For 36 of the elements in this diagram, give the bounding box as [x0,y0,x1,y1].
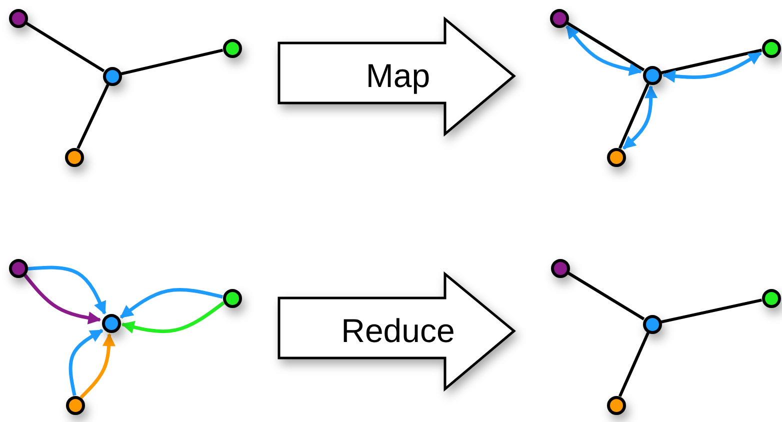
connector-line [660,48,762,74]
connector-line [567,272,645,320]
connector-line [120,48,224,76]
graph-node-circle [222,38,242,58]
curved-arrow [622,85,658,150]
graph-node-circle [102,314,120,332]
arrow-label: Map [364,56,432,96]
graph-node-circle [762,288,780,308]
graph-node-circle [642,314,662,334]
graph-node-circle [222,288,242,308]
graph-node-circle [642,66,662,84]
graph-node-circle [606,396,626,414]
connector-line [660,298,762,324]
curved-arrow [121,301,225,334]
graph-node-circle [64,148,84,166]
curved-arrow [27,266,106,315]
curved-arrow [23,274,102,324]
graph-node-circle [102,66,122,86]
arrow-label: Reduce [340,311,456,351]
connector-line [618,83,650,149]
block-arrow [278,273,515,390]
connector-line [618,332,650,397]
graph-node-circle [66,396,84,414]
curved-arrow [80,333,116,399]
graph-node-circle [762,38,780,58]
graph-node-circle [550,8,568,28]
graph-node-circle [8,8,28,28]
curved-arrow [662,52,762,83]
graph-node-circle [606,148,626,166]
block-arrow [278,18,515,135]
connector-line [76,84,110,150]
connector-line [25,22,105,72]
graph-node-circle [550,258,570,278]
graph-node-circle [8,258,28,278]
curved-arrow [68,328,104,396]
curved-arrow [120,288,223,319]
